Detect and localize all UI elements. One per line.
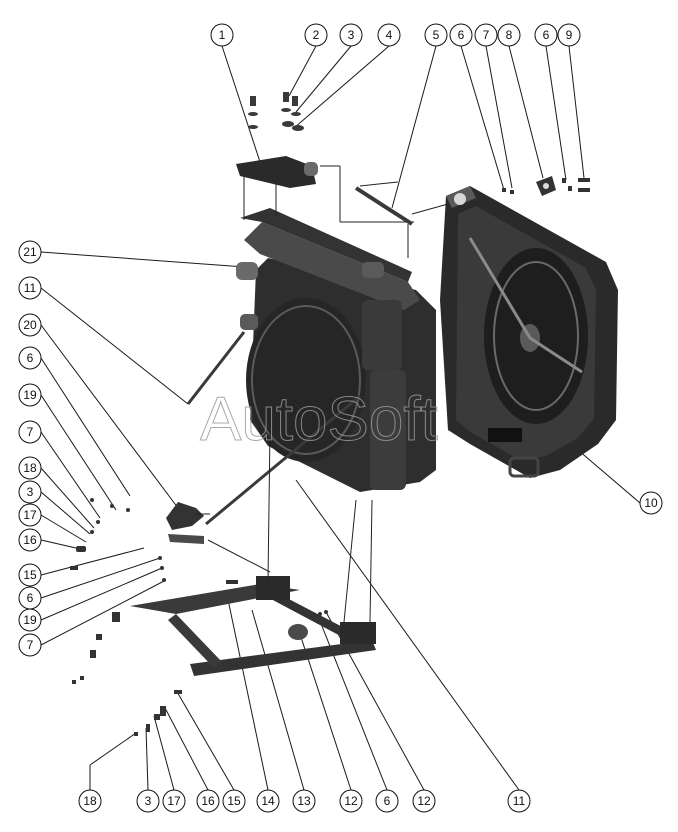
callout-label: 16 <box>23 533 37 547</box>
callout-labels: 1 2 3 4 5 6 7 8 6 9 21 11 20 6 19 7 18 3… <box>23 28 658 808</box>
callout-label: 16 <box>201 794 215 808</box>
callout-label: 6 <box>27 591 34 605</box>
callout-5 <box>424 23 448 47</box>
callout-11 <box>18 276 42 300</box>
callout-label: 17 <box>167 794 181 808</box>
callout-label: 6 <box>384 794 391 808</box>
callout-6 <box>534 23 558 47</box>
callout-11 <box>507 789 531 813</box>
callout-19 <box>18 383 42 407</box>
callout-label: 7 <box>27 638 34 652</box>
callout-label: 11 <box>24 281 37 295</box>
callout-2 <box>304 23 328 47</box>
callout-8 <box>497 23 521 47</box>
callout-16 <box>18 528 42 552</box>
callout-label: 13 <box>297 794 311 808</box>
callout-21 <box>18 240 42 264</box>
callout-group <box>18 23 663 813</box>
callout-12 <box>339 789 363 813</box>
callout-16 <box>196 789 220 813</box>
callout-13 <box>292 789 316 813</box>
callout-3 <box>18 480 42 504</box>
top-bracket <box>236 156 414 223</box>
callout-15 <box>222 789 246 813</box>
callout-label: 6 <box>543 28 550 42</box>
callout-17 <box>18 503 42 527</box>
callout-label: 15 <box>227 794 241 808</box>
callout-label: 9 <box>566 28 573 42</box>
callout-label: 11 <box>513 794 526 808</box>
callout-12 <box>412 789 436 813</box>
callout-label: 14 <box>261 794 275 808</box>
callout-label: 3 <box>145 794 152 808</box>
brace-rods <box>186 331 361 526</box>
callout-label: 5 <box>433 28 440 42</box>
callout-label: 7 <box>27 425 34 439</box>
callout-label: 8 <box>506 28 513 42</box>
callout-label: 6 <box>458 28 465 42</box>
callout-7 <box>18 633 42 657</box>
callout-4 <box>377 23 401 47</box>
callout-label: 15 <box>23 568 37 582</box>
mount-bracket <box>166 502 210 544</box>
callout-label: 4 <box>386 28 393 42</box>
callout-label: 21 <box>23 245 37 259</box>
callout-label: 3 <box>348 28 355 42</box>
top-right-fasteners <box>502 176 590 196</box>
radiator-core <box>236 208 436 492</box>
callout-label: 7 <box>483 28 490 42</box>
callout-3 <box>339 23 363 47</box>
callout-label: 10 <box>644 496 658 510</box>
callout-label: 3 <box>27 485 34 499</box>
callout-19 <box>18 608 42 632</box>
callout-label: 17 <box>23 508 37 522</box>
callout-20 <box>18 313 42 337</box>
callout-label: 20 <box>23 318 37 332</box>
callout-15 <box>18 563 42 587</box>
base-frame <box>130 429 376 676</box>
watermark-text: AutoSoft <box>200 385 438 454</box>
callout-1 <box>210 23 234 47</box>
callout-6 <box>18 346 42 370</box>
callout-label: 19 <box>23 613 37 627</box>
callout-6 <box>449 23 473 47</box>
callout-6 <box>375 789 399 813</box>
leader-lines <box>40 45 641 791</box>
callout-9 <box>557 23 581 47</box>
callout-label: 18 <box>23 461 37 475</box>
callout-17 <box>162 789 186 813</box>
callout-18 <box>18 456 42 480</box>
callout-label: 2 <box>313 28 320 42</box>
left-fasteners <box>70 498 328 736</box>
callout-label: 12 <box>417 794 431 808</box>
callout-10 <box>639 491 663 515</box>
callout-7 <box>18 420 42 444</box>
callout-14 <box>256 789 280 813</box>
callout-3 <box>136 789 160 813</box>
callout-label: 6 <box>27 351 34 365</box>
callout-7 <box>474 23 498 47</box>
callout-label: 19 <box>23 388 37 402</box>
tie-rod <box>354 181 449 258</box>
fan-shroud <box>440 186 618 478</box>
callout-label: 12 <box>344 794 358 808</box>
callout-label: 1 <box>219 28 226 42</box>
top-fasteners <box>248 92 304 131</box>
callout-18 <box>78 789 102 813</box>
callout-label: 18 <box>83 794 97 808</box>
